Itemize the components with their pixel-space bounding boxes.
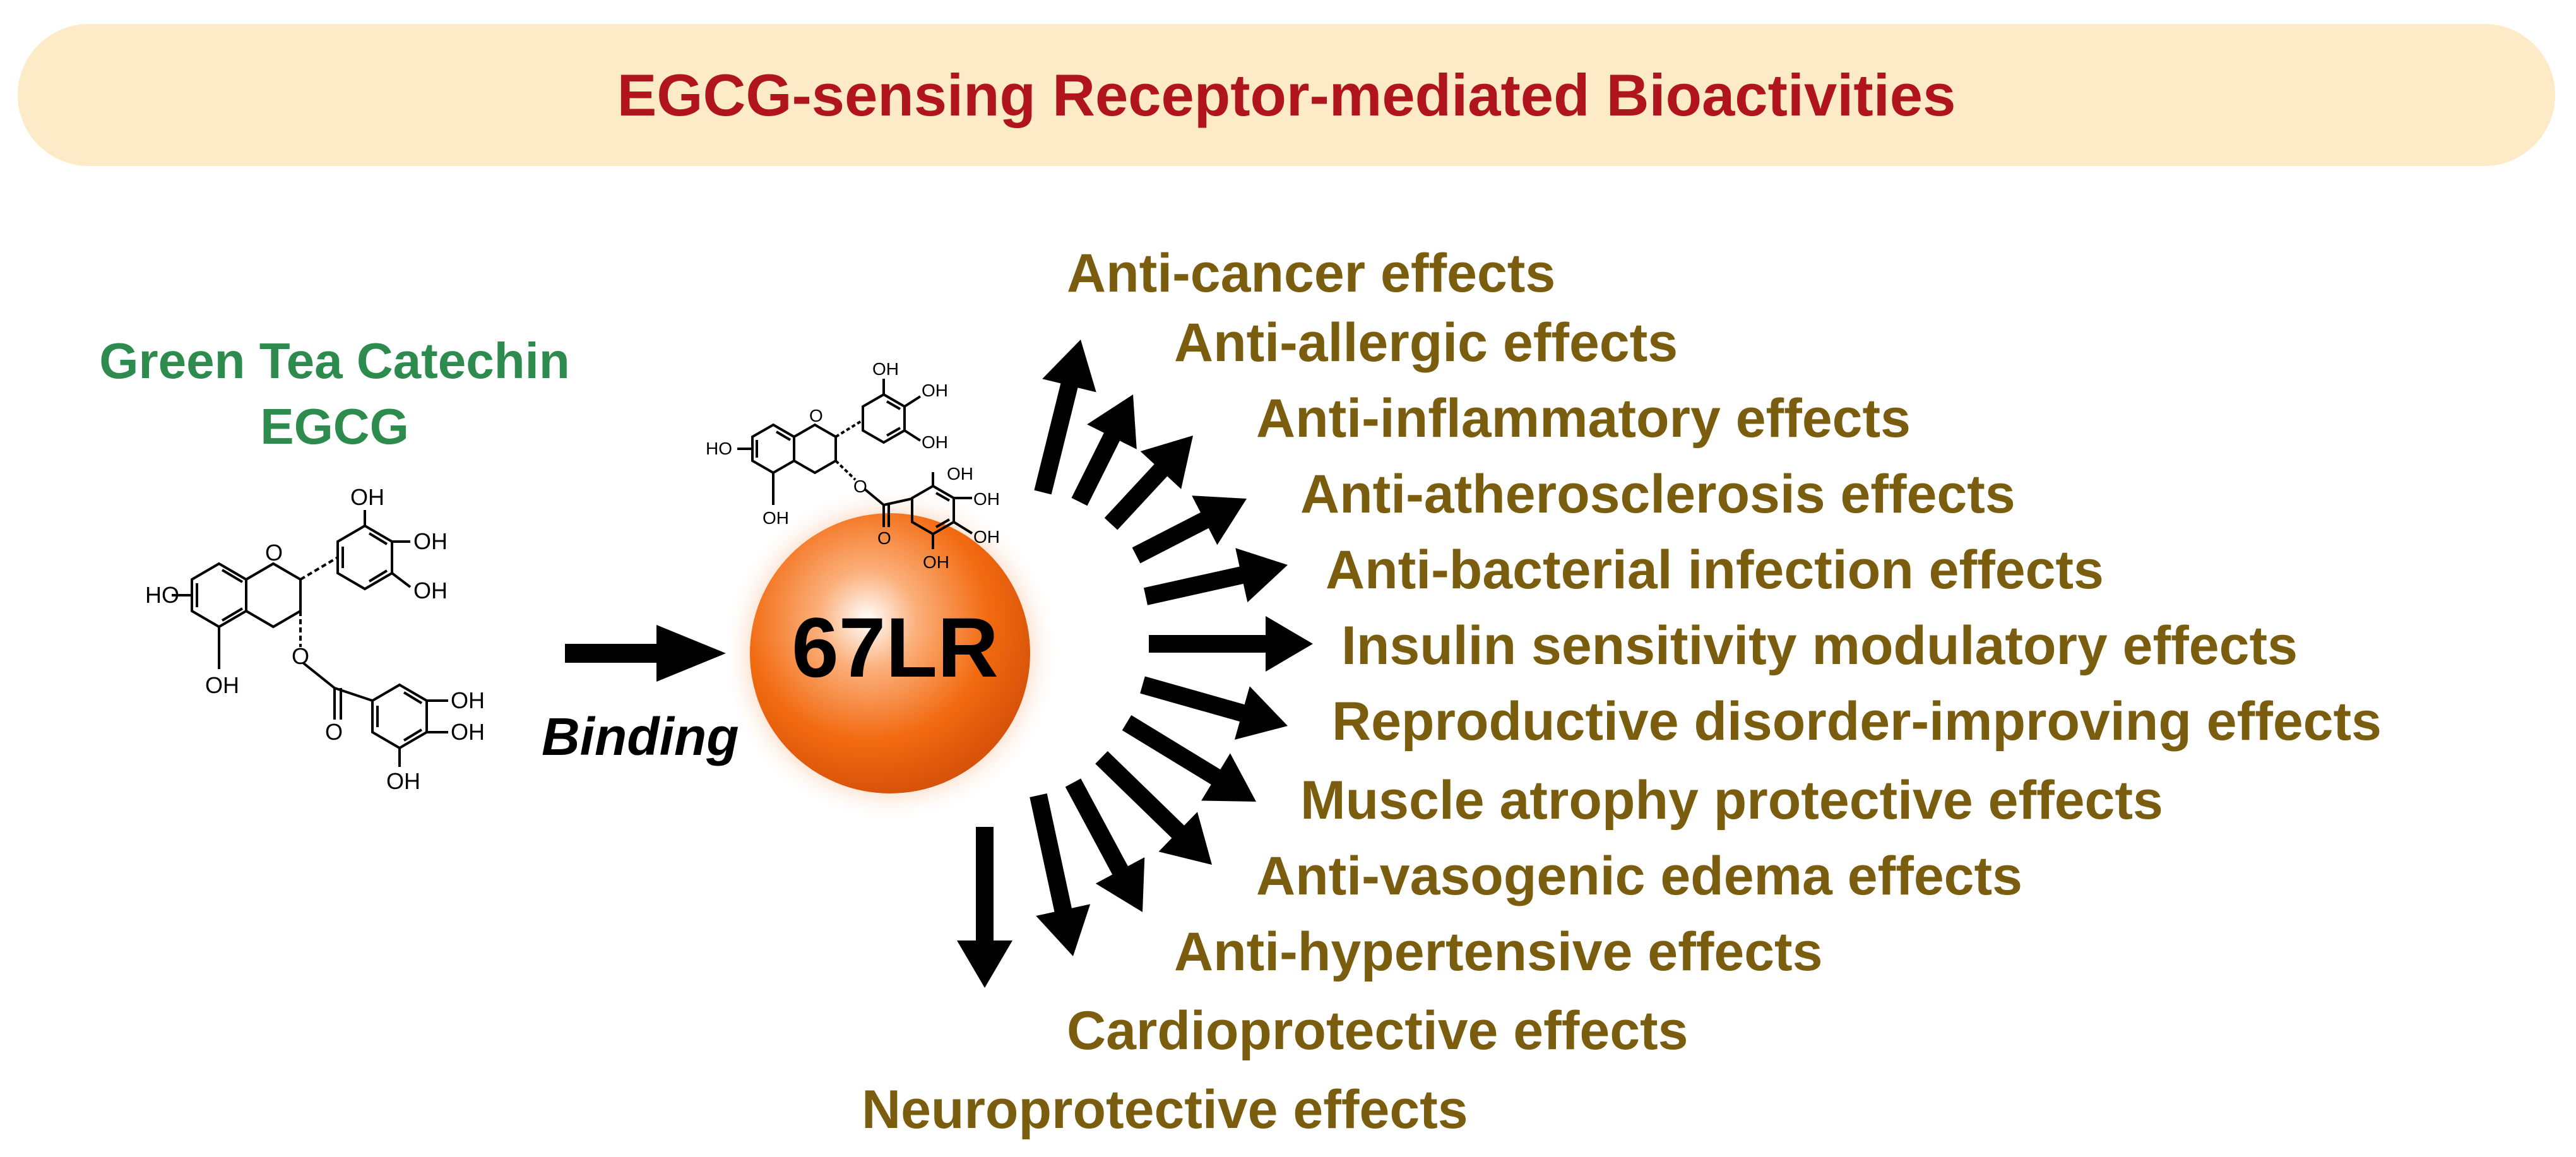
- egcg-label-oh-b2: OH: [413, 528, 448, 554]
- effect-arrow: [1030, 793, 1091, 956]
- bound-label-o-ester: O: [853, 477, 867, 496]
- compound-title-line2: EGCG: [260, 398, 409, 454]
- effect-label: Anti-vasogenic edema effects: [1256, 846, 2022, 906]
- egcg-ring-a-double3: [221, 607, 244, 622]
- effect-label: Anti-inflammatory effects: [1256, 388, 1911, 449]
- bound-bond-ester2: [864, 488, 885, 506]
- egcg-ring-b-double1: [368, 532, 388, 545]
- effect-arrow: [1095, 751, 1212, 865]
- egcg-atom-labels: HO O OH OH OH OH O O OH OH OH: [145, 484, 485, 794]
- bound-ring-d-double1: [935, 492, 950, 502]
- effect-arrow: [957, 827, 1012, 988]
- egcg-bond-b-oh3: [391, 572, 412, 588]
- bound-egcg-molecule: [737, 379, 973, 549]
- bound-label-o-carbonyl: O: [877, 528, 891, 548]
- effect-arrow: [1140, 676, 1288, 740]
- egcg-ring-d-double2: [403, 728, 423, 742]
- effect-arrow: [1144, 548, 1288, 605]
- effect-arrow: [1149, 616, 1313, 672]
- bound-label-oh-d4: OH: [923, 552, 949, 572]
- compound-title: Green Tea Catechin EGCG: [76, 328, 593, 460]
- title-banner: EGCG-sensing Receptor-mediated Bioactivi…: [18, 24, 2555, 166]
- effect-arrows: [957, 340, 1313, 988]
- bound-label-o-ring: O: [809, 406, 823, 425]
- egcg-label-o-ring: O: [265, 540, 283, 566]
- effect-arrow: [1122, 715, 1256, 802]
- egcg-ring-a: [191, 562, 247, 629]
- bound-bond-ester: [834, 460, 857, 481]
- effect-arrow: [1034, 340, 1096, 495]
- bound-bond-b-oh3: [903, 429, 922, 442]
- effect-label: Anti-allergic effects: [1174, 312, 1678, 373]
- bound-label-oh-d3: OH: [973, 527, 1000, 547]
- egcg-bond-gallate: [334, 687, 373, 702]
- egcg-label-oh-b1: OH: [350, 484, 384, 510]
- effect-label: Cardioprotective effects: [1067, 1000, 1689, 1061]
- effect-label: Anti-cancer effects: [1067, 243, 1556, 304]
- bound-label-ho: HO: [706, 439, 732, 458]
- egcg-label-oh-b3: OH: [413, 578, 448, 603]
- bound-ring-d-double2: [935, 518, 950, 528]
- effect-label: Muscle atrophy protective effects: [1300, 770, 2163, 831]
- effect-arrow: [1071, 395, 1137, 506]
- bound-ring-c: [793, 423, 837, 475]
- receptor-label: 67LR: [792, 601, 999, 695]
- bound-label-oh-b1: OH: [872, 359, 899, 379]
- bound-bond-b-oh2: [903, 395, 922, 408]
- binding-label: Binding: [542, 707, 739, 766]
- bound-label-oh-a: OH: [763, 508, 789, 528]
- egcg-ring-c: [245, 562, 302, 629]
- egcg-bond-b: [299, 556, 339, 581]
- bound-label-oh-b3: OH: [922, 432, 948, 452]
- bound-egcg-labels: HO O OH OH OH OH O O OH OH OH OH: [706, 359, 1000, 572]
- egcg-ring-d: [371, 683, 428, 750]
- egcg-label-ho: HO: [145, 582, 179, 608]
- effect-arrow: [1132, 495, 1247, 564]
- effect-label: Anti-atherosclerosis effects: [1300, 464, 2015, 525]
- bound-ring-a: [751, 423, 795, 475]
- effect-arrow: [1065, 778, 1145, 912]
- egcg-label-oh-d2: OH: [451, 719, 485, 745]
- egcg-molecule: [172, 510, 448, 767]
- bound-label-oh-d1: OH: [947, 464, 973, 484]
- egcg-label-o-ester: O: [292, 643, 309, 669]
- egcg-ring-d-double1: [403, 691, 423, 704]
- bound-label-oh-d2: OH: [973, 489, 1000, 509]
- effect-label: Insulin sensitivity modulatory effects: [1341, 615, 2298, 676]
- egcg-ring-b: [336, 524, 393, 591]
- banner-title: EGCG-sensing Receptor-mediated Bioactivi…: [617, 61, 1956, 128]
- bound-label-oh-b2: OH: [922, 381, 948, 400]
- egcg-bond-ester2: [302, 662, 336, 689]
- egcg-label-oh-d1: OH: [451, 687, 485, 713]
- bound-ring-b: [862, 393, 906, 444]
- bound-ring-b-double1: [886, 400, 901, 410]
- egcg-ring-b-double2: [368, 569, 388, 583]
- effect-label: Anti-hypertensive effects: [1174, 922, 1823, 982]
- egcg-ring-a-double2: [221, 569, 244, 583]
- egcg-label-o-carbonyl: O: [325, 719, 343, 745]
- bound-bond-d-oh3: [953, 521, 973, 535]
- egcg-label-oh-d3: OH: [386, 768, 420, 794]
- bound-bond-gallate: [883, 497, 913, 506]
- effect-label: Anti-bacterial infection effects: [1326, 540, 2104, 600]
- receptor-sphere: [750, 513, 1030, 793]
- bound-ring-a-double2: [775, 430, 792, 441]
- egcg-label-oh-a: OH: [205, 672, 239, 698]
- binding-arrow: [565, 625, 726, 682]
- bound-ring-b-double2: [886, 427, 901, 437]
- effect-label: Reproductive disorder-improving effects: [1332, 691, 2382, 752]
- effect-arrow: [1104, 436, 1193, 530]
- compound-title-line1: Green Tea Catechin: [99, 333, 570, 389]
- bound-bond-b: [834, 418, 865, 438]
- effect-label: Neuroprotective effects: [862, 1079, 1468, 1140]
